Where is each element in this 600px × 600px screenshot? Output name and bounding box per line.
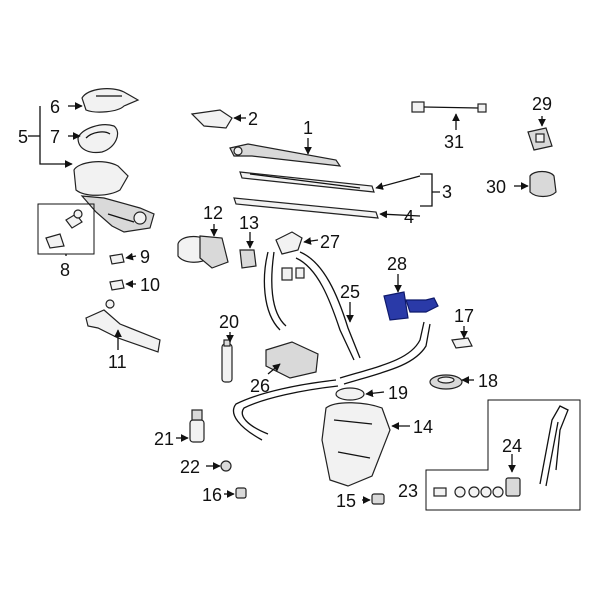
part-27-nozzle: [275, 231, 303, 255]
part-18-grommet: [429, 374, 463, 390]
part-30-knob: [529, 170, 557, 198]
part-4-blade-insert: [233, 197, 379, 219]
callout-11: 11: [108, 352, 127, 372]
callout-4: 4: [404, 207, 414, 227]
part-22-fitting: [220, 460, 232, 472]
part-31-sensor-wire: [411, 101, 487, 113]
callout-10: 10: [140, 275, 160, 295]
part-11-bracket: [85, 299, 161, 353]
callout-13: 13: [239, 213, 259, 233]
callout-27: 27: [320, 232, 340, 252]
part-6-cover: [81, 88, 140, 113]
part-28-washer-pump: [383, 291, 439, 321]
part-20-heater: [221, 339, 233, 383]
part-26-nozzle-block: [265, 341, 319, 379]
callout-24: 24: [502, 436, 522, 456]
part-8-kit: [37, 203, 95, 255]
part-16-plug: [235, 487, 247, 499]
part-7-cap: [77, 124, 119, 154]
callout-5: 5: [18, 127, 28, 147]
callout-25: 25: [340, 282, 360, 302]
callout-labels: 6 7 5 8 9 10 11 2 1 3 4 31 29 30 12 13 2…: [18, 94, 552, 511]
callout-7: 7: [50, 127, 60, 147]
callout-14: 14: [413, 417, 433, 437]
callout-19: 19: [388, 383, 408, 403]
part-5-housing: [73, 161, 155, 233]
part-9-clip: [109, 253, 125, 265]
callout-17: 17: [454, 306, 474, 326]
part-12-wiper-motor: [177, 235, 229, 269]
part-1-wiper-arm: [229, 143, 342, 167]
leader-lines: [28, 102, 546, 504]
callout-30: 30: [486, 177, 506, 197]
callout-3: 3: [442, 182, 452, 202]
callout-15: 15: [336, 491, 356, 511]
part-3-wiper-blade: [239, 171, 375, 193]
callout-28: 28: [387, 254, 407, 274]
callout-6: 6: [50, 97, 60, 117]
part-21-pump: [189, 409, 205, 443]
part-14-washer-reservoir: [321, 402, 391, 487]
callout-16: 16: [202, 485, 222, 505]
callout-29: 29: [532, 94, 552, 114]
callout-9: 9: [140, 247, 150, 267]
callout-21: 21: [154, 429, 174, 449]
part-13-relay: [239, 249, 257, 269]
callout-31: 31: [444, 132, 464, 152]
part-2-arm-cap: [190, 109, 233, 129]
part-23-headlamp-washer-kit: [425, 399, 581, 511]
callout-12: 12: [203, 203, 223, 223]
part-10-clip: [109, 279, 125, 291]
callout-22: 22: [180, 457, 200, 477]
callout-20: 20: [219, 312, 239, 332]
part-29-switch: [527, 127, 553, 151]
part-25-washer-hose: [232, 251, 431, 441]
callout-1: 1: [303, 118, 313, 138]
callout-23: 23: [398, 481, 418, 501]
part-17-gasket: [451, 337, 473, 349]
callout-8: 8: [60, 260, 70, 280]
part-19-filler-cap: [335, 387, 365, 401]
callout-2: 2: [248, 109, 258, 129]
callout-18: 18: [478, 371, 498, 391]
part-15-cap: [371, 493, 385, 505]
callout-26: 26: [250, 376, 270, 396]
